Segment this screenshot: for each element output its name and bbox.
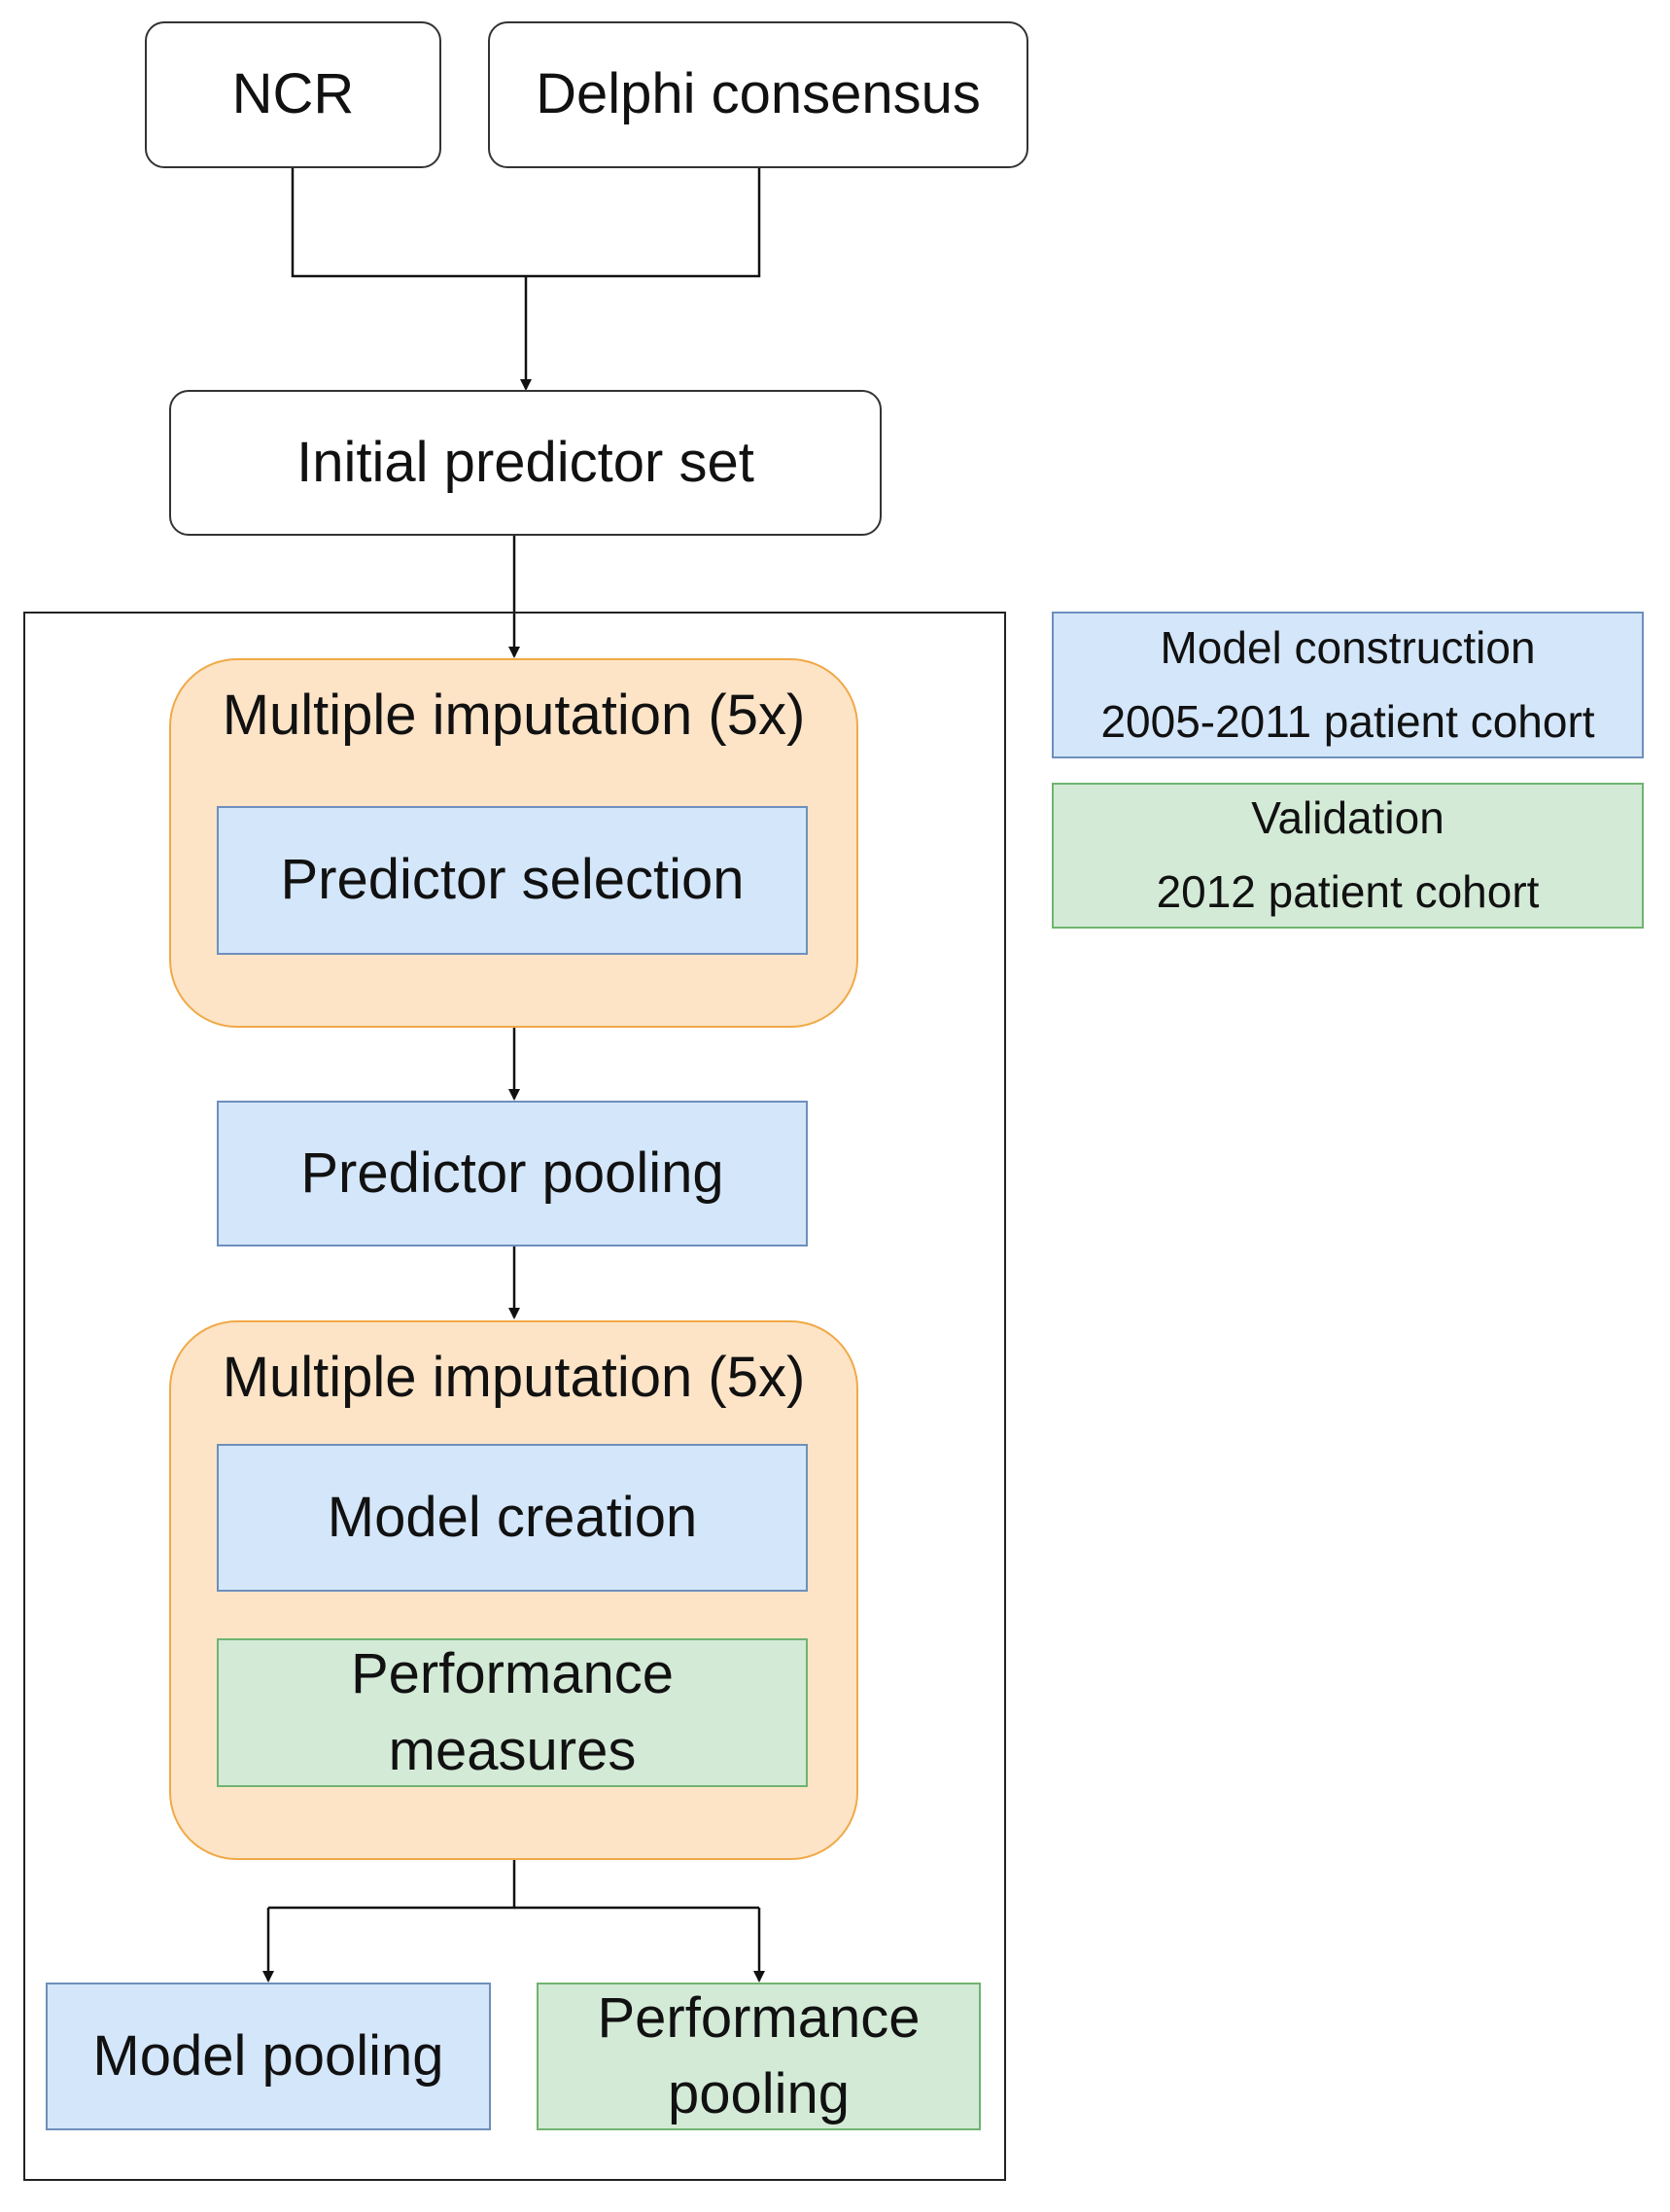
initial-predictor-set-label: Initial predictor set <box>296 430 754 494</box>
model-pooling-box: Model pooling <box>46 1983 491 2130</box>
legend-validation-line2: 2012 patient cohort <box>1156 866 1540 917</box>
multiple-imputation-title-1: Multiple imputation (5x) <box>222 684 806 747</box>
performance-measures-box: Performance measures <box>217 1638 808 1787</box>
legend-validation-line1: Validation <box>1251 792 1444 844</box>
process-frame <box>23 612 1006 2181</box>
model-creation-label: Model creation <box>327 1485 698 1549</box>
predictor-selection-box: Predictor selection <box>217 806 808 955</box>
predictor-pooling-box: Predictor pooling <box>217 1101 808 1246</box>
delphi-consensus-box: Delphi consensus <box>488 21 1028 168</box>
multiple-imputation-title-2: Multiple imputation (5x) <box>222 1346 806 1409</box>
predictor-pooling-label: Predictor pooling <box>300 1141 724 1205</box>
initial-predictor-set-box: Initial predictor set <box>169 390 882 536</box>
performance-measures-label: Performance measures <box>350 1642 675 1782</box>
performance-pooling-label: Performance pooling <box>597 1985 921 2125</box>
model-creation-box: Model creation <box>217 1444 808 1592</box>
legend-validation: Validation 2012 patient cohort <box>1052 783 1644 929</box>
legend-construction-line2: 2005-2011 patient cohort <box>1100 695 1595 747</box>
model-pooling-label: Model pooling <box>92 2023 444 2088</box>
edge-sources-to-initial <box>291 168 761 278</box>
legend-construction-line1: Model construction <box>1160 621 1536 673</box>
predictor-selection-label: Predictor selection <box>280 848 745 912</box>
delphi-consensus-label: Delphi consensus <box>536 62 981 126</box>
ncr-label: NCR <box>231 62 355 126</box>
ncr-box: NCR <box>145 21 441 168</box>
legend-model-construction: Model construction 2005-2011 patient coh… <box>1052 612 1644 758</box>
performance-pooling-box: Performance pooling <box>537 1983 981 2130</box>
